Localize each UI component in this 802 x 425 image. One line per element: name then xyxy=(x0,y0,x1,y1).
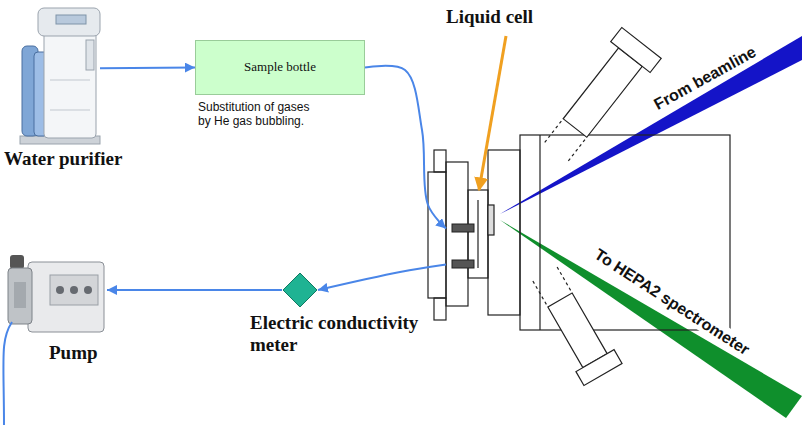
pump-image xyxy=(8,255,104,332)
diamond-outline xyxy=(282,272,318,308)
device-image: Pump xyxy=(5,250,107,335)
cell-region: Liquid cell xyxy=(446,188,490,278)
process-box: Sample bottle xyxy=(195,40,365,95)
tube-connector xyxy=(318,265,446,291)
note-text: Substitution of gases by He gas bubbling… xyxy=(198,100,324,129)
diamond-shape xyxy=(283,273,317,307)
tube-connector xyxy=(100,67,195,70)
water-purifier-image xyxy=(20,8,100,144)
tube-connector xyxy=(107,289,282,291)
part-name: Liquid cell xyxy=(446,6,533,28)
part-name: Electric conductivity meter xyxy=(250,312,435,356)
outgoing-beam xyxy=(500,220,802,418)
outlet-tube xyxy=(3,322,12,425)
box-label: Sample bottle xyxy=(244,60,316,75)
pointer-arrow xyxy=(479,36,506,190)
meter-diamond: Electric conductivity meter xyxy=(282,272,318,308)
tube-fittings xyxy=(452,224,474,268)
tube-connector xyxy=(365,66,446,229)
device-image: Water purifier xyxy=(20,8,100,142)
part-name: Pump xyxy=(49,342,98,364)
part-name: Water purifier xyxy=(4,148,122,170)
